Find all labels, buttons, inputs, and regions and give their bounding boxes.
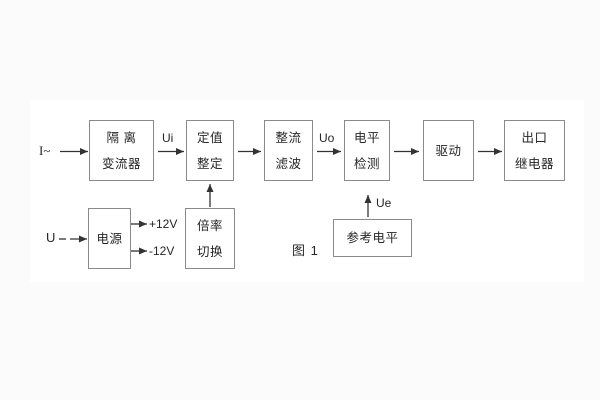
block-level-detector: 电平 检测	[344, 120, 390, 181]
block-isolation-transformer: 隔 离 变流器	[89, 120, 154, 181]
label-signal-ui: Ui	[162, 131, 174, 145]
block-reference-level: 参考电平	[333, 219, 412, 257]
block-rectifier-filter: 整流 滤波	[264, 120, 313, 181]
label-positive-rail: +12V	[149, 217, 178, 231]
block-output-relay: 出口 继电器	[504, 120, 565, 181]
block-ratio-switch: 倍率 切换	[185, 208, 235, 269]
label-signal-uo: Uo	[319, 131, 335, 145]
label-signal-ue: Ue	[376, 196, 392, 210]
label-voltage-input: U	[46, 230, 56, 245]
label-current-input: I~	[39, 143, 51, 158]
label-negative-rail: -12V	[149, 244, 175, 258]
block-driver: 驱动	[423, 120, 474, 181]
block-power-supply: 电源	[88, 208, 131, 269]
block-setting-adjust: 定值 整定	[186, 120, 234, 181]
figure-caption: 图 1	[292, 243, 319, 258]
